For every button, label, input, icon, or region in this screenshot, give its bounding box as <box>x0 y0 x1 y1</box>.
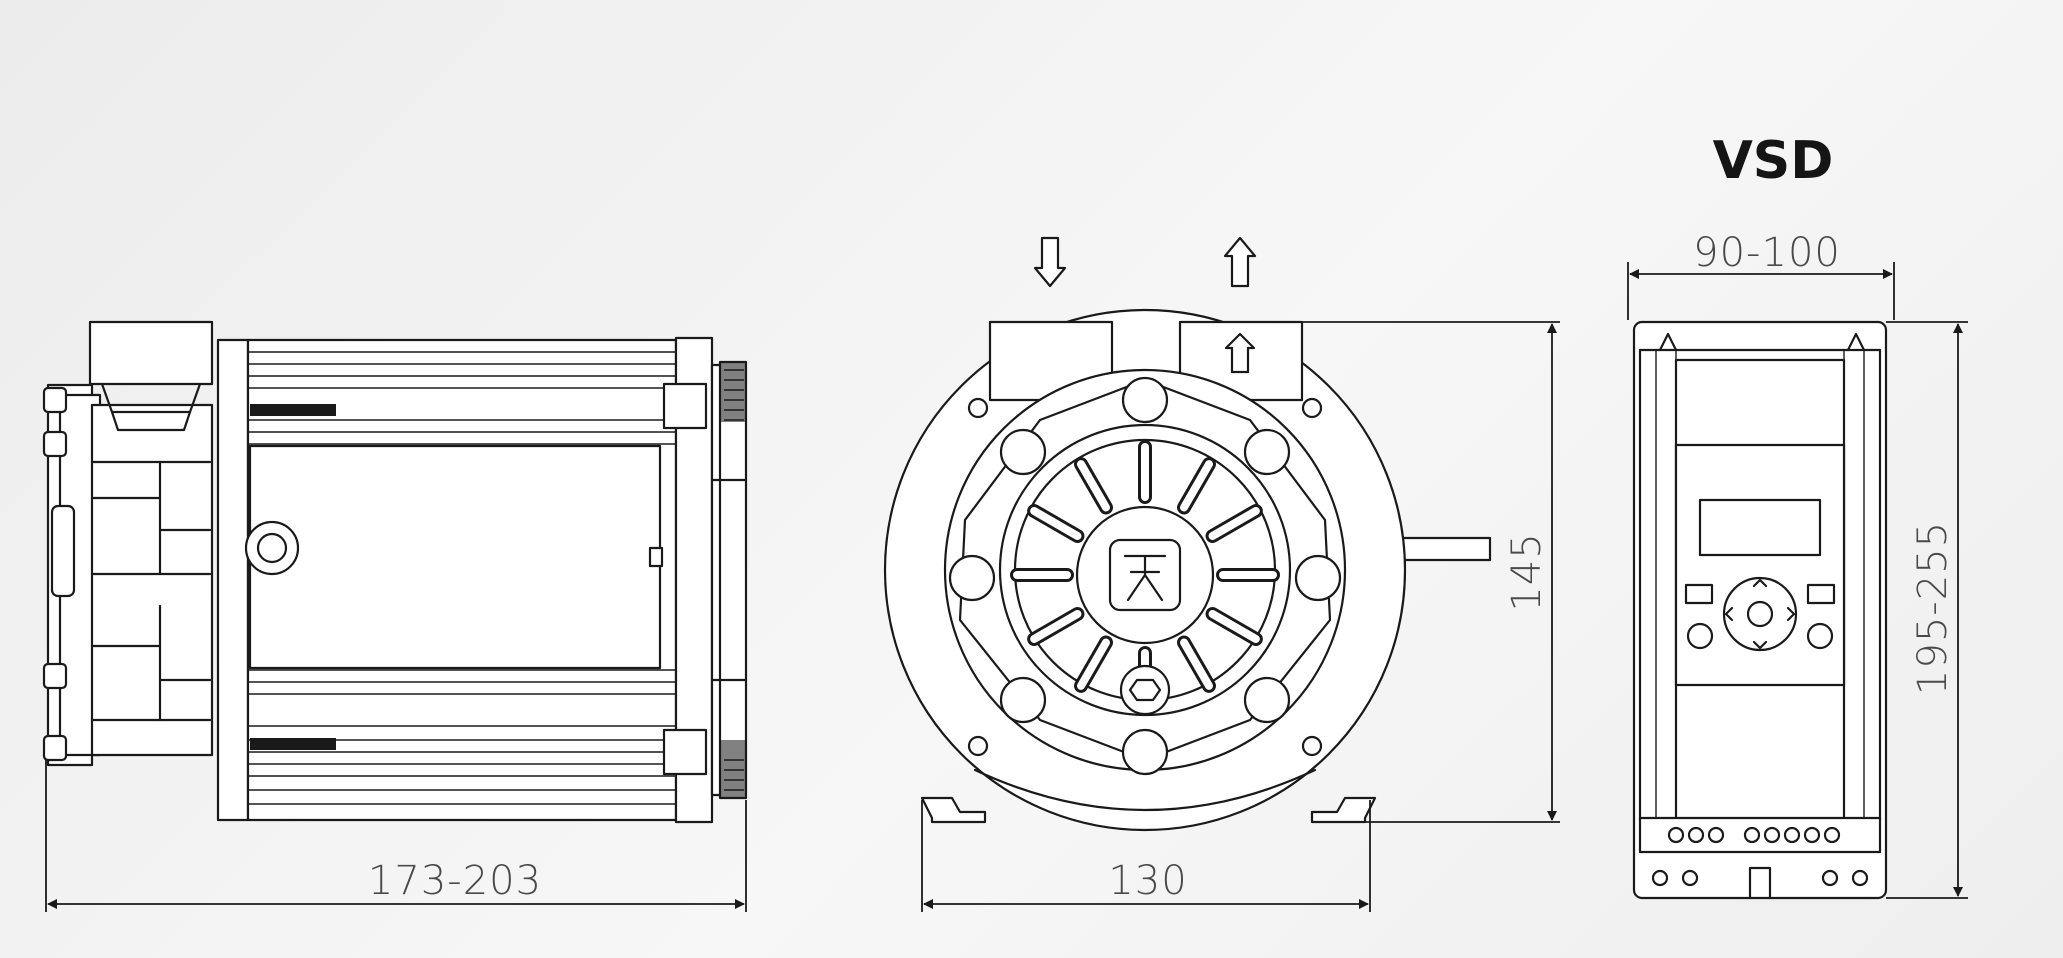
vsd-display <box>1698 498 1822 557</box>
pump-length-dimension: 173-203 <box>45 760 747 912</box>
pump-width-label: 130 <box>1108 858 1187 904</box>
pump-front-view <box>883 236 1492 832</box>
fin-inner <box>1180 638 1213 690</box>
logo-icon <box>1123 554 1167 602</box>
vsd-width-label: 90-100 <box>1693 230 1841 276</box>
vsd-terminals <box>1667 826 1841 844</box>
pump-height-dimension: 145 <box>1302 321 1560 823</box>
fin-inner <box>1030 507 1082 540</box>
pump-length-label: 173-203 <box>368 858 542 904</box>
vsd-drive <box>1632 320 1888 900</box>
pump-side-view <box>42 320 748 824</box>
vsd-height-dimension: 195-255 <box>1886 321 1968 899</box>
fin-inner <box>1030 610 1082 643</box>
inlet-arrow-icon <box>1033 236 1067 288</box>
fan-grille <box>718 360 748 800</box>
vsd-left-softkey <box>1684 583 1714 605</box>
fin-inner <box>1180 460 1213 512</box>
fin-inner <box>1077 638 1110 690</box>
radial-fins <box>1010 440 1280 710</box>
vsd-title: VSD <box>1713 131 1834 191</box>
fin-inner <box>1208 507 1260 540</box>
fin-inner <box>1208 610 1260 643</box>
pump-height-label: 145 <box>1504 532 1550 611</box>
pump-width-dimension: 130 <box>921 800 1371 912</box>
fin-inner <box>1077 460 1110 512</box>
vsd-right-softkey <box>1806 583 1836 605</box>
vsd-width-dimension: 90-100 <box>1627 230 1895 320</box>
vsd-height-label: 195-255 <box>1910 521 1956 695</box>
outlet-arrow-icon <box>1223 236 1257 288</box>
side-bolt-heads <box>42 386 76 762</box>
head-bolts <box>948 376 1342 776</box>
